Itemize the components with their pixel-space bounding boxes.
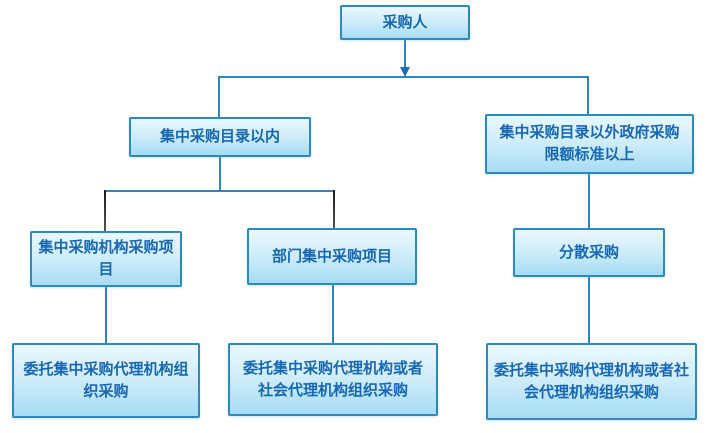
flow-node-label: 分散采购 <box>558 243 619 261</box>
connector-purchaser-stem <box>404 40 406 70</box>
connector-outside-catalog-stem <box>588 173 590 229</box>
connector-central-agency-stem <box>105 286 107 344</box>
flow-node-label: 集中采购目录以外政府采购限额标准以上 <box>499 124 680 163</box>
flow-node-entrust-central-or-social-middle: 委托集中采购代理机构或者社会代理机构组织采购 <box>228 343 438 416</box>
connector-outside-catalog-drop <box>587 76 589 115</box>
flow-node-entrust-central-or-social-right: 委托集中采购代理机构或者社会代理机构组织采购 <box>486 343 697 420</box>
connector-decentralized-stem <box>588 276 590 344</box>
flow-node-central-agency-projects: 集中采购机构采购项目 <box>30 231 182 287</box>
connector-central-agency-drop <box>104 190 106 232</box>
flow-node-decentralized-procurement: 分散采购 <box>513 228 665 277</box>
flow-node-label: 采购人 <box>382 13 428 31</box>
connector-dept-projects-drop <box>333 190 335 229</box>
flow-node-label: 集中采购目录以内 <box>159 128 280 146</box>
flow-node-entrust-central-agency: 委托集中采购代理机构组织采购 <box>12 343 200 418</box>
flow-node-label: 集中采购机构采购项目 <box>38 239 174 278</box>
flow-node-within-catalog: 集中采购目录以内 <box>129 117 311 157</box>
flow-node-label: 委托集中采购代理机构或者社会代理机构组织采购 <box>242 359 423 399</box>
arrow-down-icon <box>400 67 410 77</box>
connector-within-catalog-stem <box>219 156 221 192</box>
connector-dept-projects-stem <box>332 284 334 344</box>
flow-node-label: 委托集中采购代理机构或者社会代理机构组织采购 <box>494 361 690 401</box>
connector-within-catalog-drop <box>218 76 220 118</box>
flow-node-dept-centralized-projects: 部门集中采购项目 <box>247 228 417 285</box>
connector-level1-bar <box>218 76 589 78</box>
connector-level2-bar <box>104 190 335 192</box>
flow-node-purchaser: 采购人 <box>340 5 470 40</box>
flow-node-label: 部门集中采购项目 <box>271 247 392 265</box>
flow-node-label: 委托集中采购代理机构组织采购 <box>23 360 189 400</box>
flow-node-outside-catalog-above-quota: 集中采购目录以外政府采购限额标准以上 <box>485 114 694 174</box>
